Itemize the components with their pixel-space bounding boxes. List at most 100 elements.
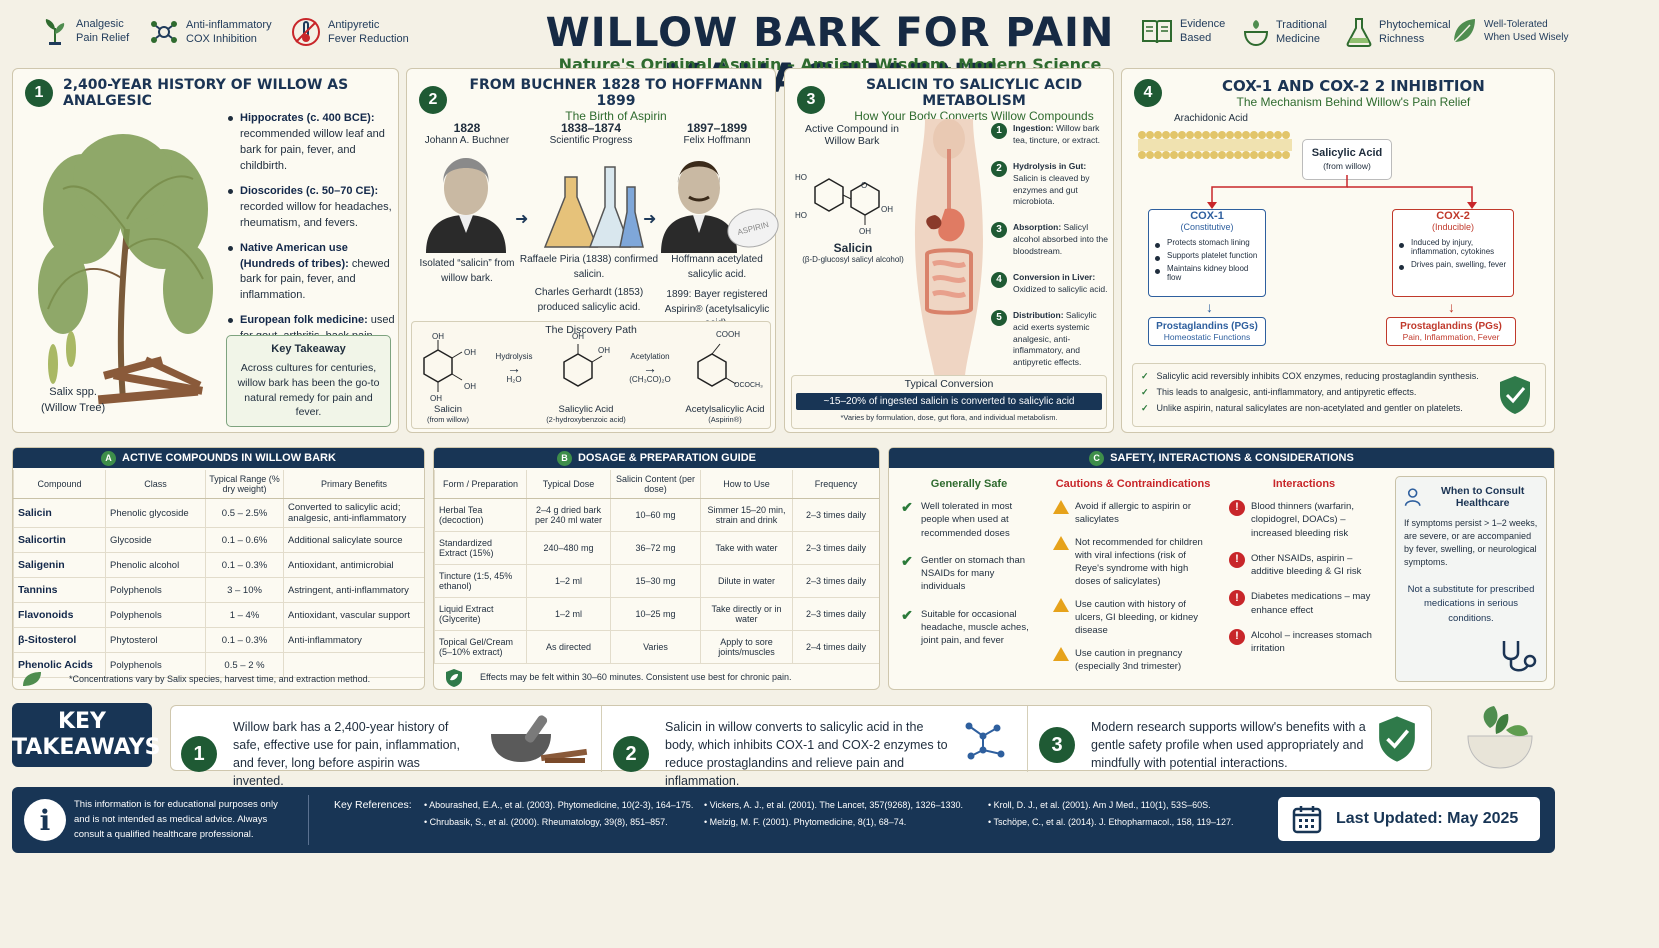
list-item: Avoid if allergic to aspirin or salicyla… [1053, 500, 1213, 527]
lab-glassware-illustration [543, 166, 644, 248]
alert-icon: ! [1229, 629, 1245, 646]
timeline-col-progress: 1838–1874 Scientific Progress [531, 121, 651, 146]
path-step: Acetylation→(CH₃CO)₂O [629, 352, 671, 384]
list-item: Dioscorides (c. 50–70 CE): recorded will… [228, 184, 396, 232]
reference-item: • Vickers, A. J., et al. (2001). The Lan… [704, 800, 963, 810]
table-cell: 240–480 mg [526, 531, 611, 565]
consult-note: Not a substitute for prescribed medicati… [1407, 584, 1535, 624]
list-item: Use caution in pregnancy (especially 3nd… [1053, 646, 1213, 674]
check-icon: ✔ [901, 606, 913, 623]
inhibition-arrows [1207, 175, 1477, 209]
timeline-col-buchner: 1828 Johann A. Buchner [411, 121, 523, 146]
footer: i This information is for educational pu… [12, 787, 1555, 853]
table-header: Typical Range (% dry weight) [205, 470, 284, 499]
caption-line2: (Willow Tree) [41, 401, 106, 414]
table-cell: Phytosterol [105, 627, 206, 653]
column-title: Generally Safe [930, 478, 1008, 490]
reference-item: • Tschöpe, C., et al. (2014). J. Ethopha… [988, 817, 1234, 828]
table-cell: Polyphenols [105, 577, 206, 603]
list-item: Induced by injury, inflammation, cytokin… [1399, 238, 1509, 256]
panel-metabolism: 3 SALICIN TO SALICYLIC ACID METABOLISM H… [784, 68, 1114, 433]
list-item: !Alcohol – increases stomach irritation [1229, 629, 1379, 656]
badge-line2: When Used Wisely [1484, 32, 1569, 43]
table-cell: Phenolic alcohol [105, 552, 206, 578]
timeline-year: 1828 [453, 121, 481, 135]
atom-label: OH [572, 332, 584, 341]
badge-line2: Medicine [1276, 33, 1321, 45]
panel-discovery: 2 FROM BUCHNER 1828 TO HOFFMANN 1899 The… [406, 68, 784, 433]
table-cell: Phenolic Acids [13, 652, 106, 678]
discovery-path-title: The Discovery Path [545, 324, 637, 336]
willow-caption: Salix spp. (Willow Tree) [41, 385, 105, 417]
compounds-note: *Concentrations vary by Salix species, h… [69, 674, 371, 684]
table-cell: Converted to salicylic acid; analgesic, … [283, 498, 424, 528]
timeline-desc: Raffaele Piria (1838) confirmed salicin.… [519, 254, 659, 313]
shield-check-icon [1500, 376, 1530, 414]
timeline-desc: Hoffmann acetylated salicylic acid. 1899… [664, 254, 770, 329]
table-cell: 2–4 g dried bark per 240 ml water [526, 498, 611, 532]
alert-icon: ! [1229, 590, 1245, 607]
digestive-system-illustration [915, 119, 983, 379]
panel-subtitle: The Birth of Aspirin [565, 109, 667, 123]
list-item: !Blood thinners (warfarin, clopidogrel, … [1229, 500, 1379, 540]
last-updated-text: Last Updated: May 2025 [1336, 810, 1519, 827]
path-compound: Salicin(from willow) [426, 404, 470, 424]
table-cell: Phenolic glycoside [105, 498, 206, 528]
panel-subtitle: How Your Body Converts Willow Compounds [854, 109, 1094, 123]
atom-label: O [861, 181, 868, 190]
buchner-portrait [426, 158, 506, 253]
table-cell: Liquid Extract (Glycerite) [434, 597, 527, 631]
thermometer-icon [292, 18, 320, 46]
divider [601, 706, 602, 772]
mortar-herbs-illustration [1467, 706, 1533, 769]
hoffmann-portrait [661, 161, 737, 253]
consult-title: When to Consult Healthcare [1440, 485, 1525, 509]
list-item: !Other NSAIDs, aspirin – additive bleedi… [1229, 551, 1379, 579]
stethoscope-icon [1502, 641, 1537, 672]
table-cell: 1–2 ml [526, 597, 611, 631]
atom-label: OH [430, 394, 442, 403]
panel-title: SALICIN TO SALICYLIC ACID METABOLISM [865, 77, 1083, 109]
mortar-bark-illustration [491, 715, 588, 763]
table-cell: 3 – 10% [205, 577, 284, 603]
reference-item: • Kroll, D. J., et al. (2001). Am J Med.… [988, 800, 1211, 810]
panel-history: 1 2,400-YEAR HISTORY OF WILLOW AS ANALGE… [12, 68, 399, 433]
table-cell: 2–3 times daily [792, 597, 879, 631]
table-row: Topical Gel/Cream (5–10% extract)As dire… [434, 630, 879, 664]
cell-membrane-illustration [1138, 131, 1292, 159]
info-icon: i [24, 799, 66, 841]
table-cell: 0.1 – 0.6% [205, 527, 284, 553]
arrow-down-icon: ↓ [1206, 299, 1213, 315]
leaf-icon [1453, 19, 1475, 43]
table-cell: Take directly or in water [700, 597, 793, 631]
table-cell: Saligenin [13, 552, 106, 578]
timeline-name: Scientific Progress [549, 135, 633, 146]
table-cell: Astringent, anti-inflammatory [283, 577, 424, 603]
panel-title-row: 1 2,400-YEAR HISTORY OF WILLOW AS ANALGE… [25, 77, 398, 109]
list-item: This leads to analgesic, anti-inflammato… [1141, 384, 1537, 400]
column-title: Interactions [1272, 478, 1336, 490]
book-icon [1142, 20, 1172, 44]
compound-label: Active Compound in Willow Bark [805, 123, 899, 147]
section-active-compounds: A ACTIVE COMPOUNDS IN WILLOW BARK Compou… [12, 447, 425, 690]
badge-line2: COX Inhibition [186, 33, 257, 45]
panel-subtitle: The Mechanism Behind Willow's Pain Relie… [1236, 95, 1471, 109]
badge-line1: Analgesic [76, 17, 124, 30]
list-item: ✔Suitable for occasional headache, muscl… [899, 606, 1039, 648]
leaf-plant-icon [45, 19, 65, 45]
panel-number: 3 [797, 86, 825, 114]
section-title: DOSAGE & PREPARATION GUIDE [577, 452, 757, 464]
table-header: Primary Benefits [283, 470, 424, 499]
timeline-name: Johann A. Buchner [424, 135, 510, 146]
